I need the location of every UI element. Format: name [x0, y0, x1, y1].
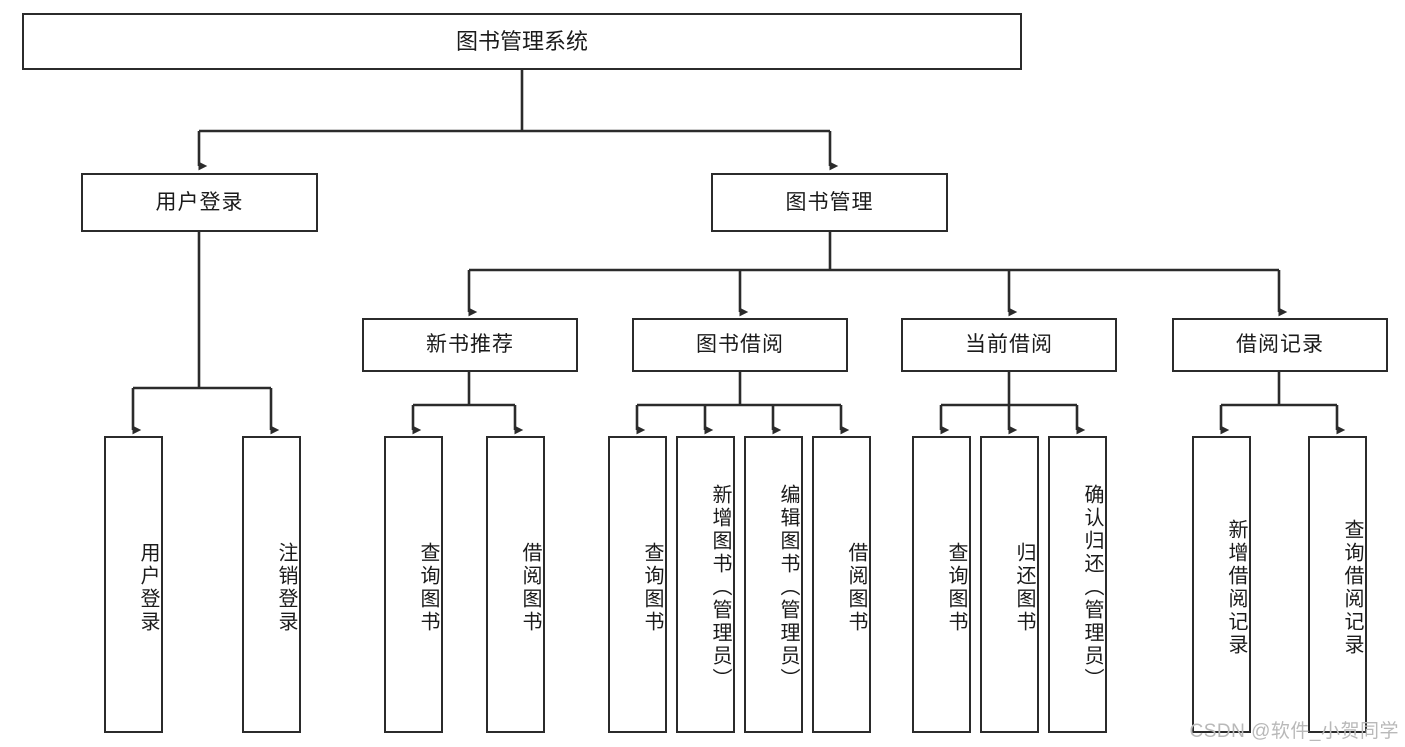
node-label: 查询图书	[641, 541, 663, 634]
leaf-current-confirm-return[interactable]: 确认归还（管理员）	[1048, 436, 1107, 733]
leaf-record-query-record[interactable]: 查询借阅记录	[1308, 436, 1367, 733]
node-label: 图书管理系统	[455, 28, 588, 54]
node-label: 新书推荐	[426, 333, 514, 357]
node-user-login[interactable]: 用户登录	[81, 173, 318, 232]
node-label: 确认归还（管理员）	[1081, 484, 1103, 691]
node-new-book-recommend[interactable]: 新书推荐	[362, 318, 578, 372]
node-label: 图书借阅	[696, 333, 784, 357]
leaf-current-return-book[interactable]: 归还图书	[980, 436, 1039, 733]
node-label: 当前借阅	[965, 333, 1053, 357]
leaf-user-login-logout[interactable]: 注销登录	[242, 436, 301, 733]
node-book-borrow[interactable]: 图书借阅	[632, 318, 848, 372]
node-label: 归还图书	[1013, 541, 1035, 634]
leaf-borrow-lend-book[interactable]: 借阅图书	[812, 436, 871, 733]
node-label: 新增图书（管理员）	[709, 484, 731, 691]
node-label: 查询图书	[945, 541, 967, 634]
csdn-watermark: CSDN @软件_小贺同学	[1189, 721, 1399, 742]
node-label: 查询借阅记录	[1341, 518, 1363, 657]
node-label: 编辑图书（管理员）	[777, 484, 799, 691]
node-label: 查询图书	[417, 541, 439, 634]
leaf-borrow-add-book[interactable]: 新增图书（管理员）	[676, 436, 735, 733]
node-label: 借阅记录	[1236, 333, 1324, 357]
node-label: 借阅图书	[519, 541, 541, 634]
leaf-record-add-record[interactable]: 新增借阅记录	[1192, 436, 1251, 733]
leaf-recommend-borrow-book[interactable]: 借阅图书	[486, 436, 545, 733]
node-label: 用户登录	[137, 541, 159, 634]
leaf-borrow-edit-book[interactable]: 编辑图书（管理员）	[744, 436, 803, 733]
node-label: 图书管理	[785, 190, 874, 214]
leaf-recommend-query-book[interactable]: 查询图书	[384, 436, 443, 733]
node-borrow-record[interactable]: 借阅记录	[1172, 318, 1388, 372]
node-label: 注销登录	[275, 541, 297, 634]
node-current-borrow[interactable]: 当前借阅	[901, 318, 1117, 372]
node-root-system[interactable]: 图书管理系统	[22, 13, 1022, 70]
leaf-user-login-login[interactable]: 用户登录	[104, 436, 163, 733]
leaf-borrow-query-book[interactable]: 查询图书	[608, 436, 667, 733]
leaf-current-query-book[interactable]: 查询图书	[912, 436, 971, 733]
node-book-management[interactable]: 图书管理	[711, 173, 948, 232]
node-label: 用户登录	[155, 190, 244, 214]
node-label: 新增借阅记录	[1225, 518, 1247, 657]
node-label: 借阅图书	[845, 541, 867, 634]
